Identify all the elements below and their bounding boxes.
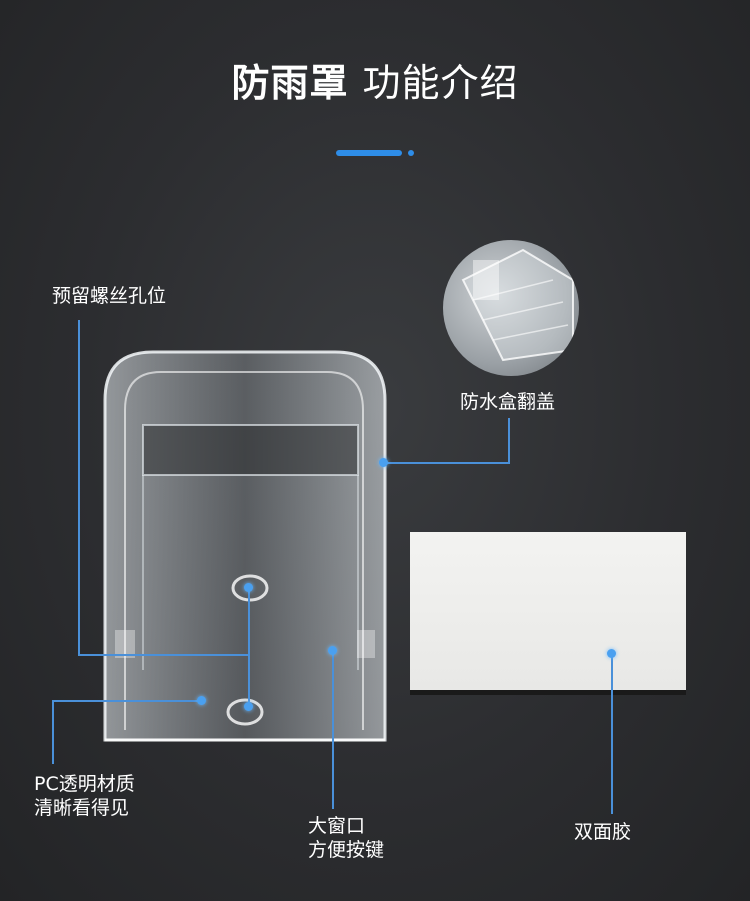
- callout-line: [52, 700, 54, 764]
- callout-line: [52, 700, 202, 702]
- label-screw-holes: 预留螺丝孔位: [52, 285, 167, 307]
- title-light: 功能介绍: [362, 61, 519, 105]
- callout-line: [248, 588, 250, 706]
- label-pc-material: PC透明材质 清晰看得见: [34, 772, 135, 820]
- title-underline-dot: [408, 150, 414, 156]
- callout-dot: [328, 646, 337, 655]
- label-pc-material-line2: 清晰看得见: [34, 797, 130, 819]
- label-window-line2: 方便按键: [308, 839, 385, 861]
- callout-dot: [607, 649, 616, 658]
- callout-dot: [244, 702, 253, 711]
- callout-line: [78, 654, 250, 656]
- callout-dot: [244, 583, 253, 592]
- callout-line: [508, 418, 510, 464]
- callout-line: [384, 462, 510, 464]
- label-window-line1: 大窗口: [308, 815, 366, 837]
- callout-line: [78, 320, 80, 656]
- callout-dot: [197, 696, 206, 705]
- double-sided-tape-image: [410, 532, 686, 695]
- label-flip-cover: 防水盒翻盖: [460, 391, 556, 413]
- callout-line: [611, 654, 613, 814]
- callout-line: [332, 651, 334, 809]
- title-underline: [336, 150, 402, 156]
- callout-dot: [379, 458, 388, 467]
- rain-cover-image: [103, 350, 387, 742]
- page-title: 防雨罩功能介绍: [0, 52, 750, 107]
- title-bold: 防雨罩: [231, 61, 349, 105]
- label-window: 大窗口 方便按键: [308, 814, 384, 862]
- label-pc-material-line1: PC透明材质: [34, 773, 135, 795]
- flip-cover-detail: [461, 248, 574, 362]
- flip-cover-zoom-image: [443, 240, 579, 376]
- label-tape: 双面胶: [574, 821, 632, 843]
